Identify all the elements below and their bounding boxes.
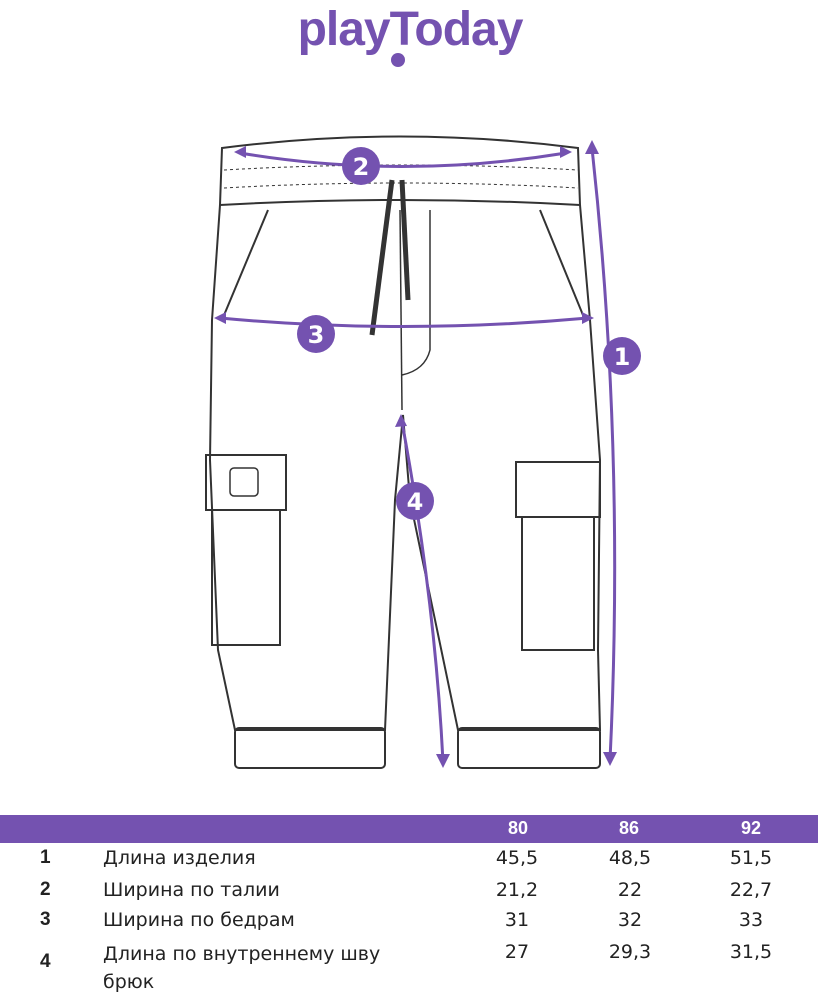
pants-diagram: 1 2 3 4 <box>205 135 641 769</box>
row-value: 48,5 <box>608 847 652 869</box>
row-label: Длина по внутреннему шву брюк <box>103 943 381 993</box>
row-value: 31 <box>504 909 530 931</box>
table-header: 80 86 92 <box>0 815 818 843</box>
row-value: 33 <box>738 909 764 931</box>
logo-dot <box>391 53 405 67</box>
row-value: 32 <box>617 909 643 931</box>
marker-2: 2 <box>342 147 380 185</box>
row-label: Ширина по талии <box>103 879 280 901</box>
pants-outline <box>205 135 602 769</box>
row-value: 51,5 <box>729 847 773 869</box>
row-label: Ширина по бедрам <box>103 909 295 931</box>
svg-text:1: 1 <box>614 343 631 371</box>
row-value: 29,3 <box>608 941 652 963</box>
size-header: 92 <box>740 818 762 838</box>
row-number: 3 <box>40 909 51 930</box>
row-value: 31,5 <box>729 941 773 963</box>
svg-text:3: 3 <box>308 321 325 349</box>
row-value: 27 <box>504 941 530 963</box>
row-number: 4 <box>40 951 51 972</box>
marker-1: 1 <box>603 337 641 375</box>
arrowheads <box>214 140 617 768</box>
row-number: 1 <box>40 847 51 868</box>
svg-text:2: 2 <box>353 153 370 181</box>
measurement-lines <box>219 147 617 763</box>
brand-logo: playToday <box>297 3 524 56</box>
size-header: 86 <box>618 818 640 838</box>
marker-4: 4 <box>396 482 434 520</box>
size-header: 80 <box>507 818 529 838</box>
row-value: 21,2 <box>495 879 539 901</box>
row-value: 22 <box>617 879 643 901</box>
row-number: 2 <box>40 879 51 900</box>
svg-text:4: 4 <box>407 488 424 516</box>
marker-3: 3 <box>297 315 335 353</box>
row-value: 45,5 <box>495 847 539 869</box>
row-value: 22,7 <box>729 879 773 901</box>
row-label: Длина изделия <box>103 847 256 869</box>
